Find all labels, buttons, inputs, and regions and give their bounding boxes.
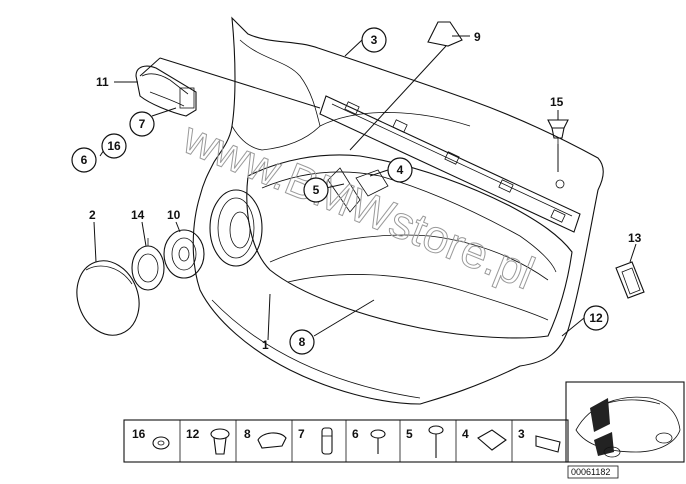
strip-label-3: 3 [518,427,525,441]
watermark-text: www.BMWstore.pl [175,111,541,299]
callout-16: 16 [101,133,127,159]
plug-part [321,427,333,455]
car-locator-thumbnail [565,381,685,463]
svg-text:12: 12 [589,311,603,325]
strip-label-8: 8 [244,427,251,441]
callout-13: 13 [628,231,642,245]
reference-box [567,465,619,479]
callout-7: 7 [129,111,155,137]
callout-4: 4 [387,157,413,183]
callout-9: 9 [474,30,481,44]
door-opener-part [135,65,197,117]
speaker-part [163,229,205,279]
trim-clip-part [257,432,287,449]
callout-3: 3 [361,27,387,53]
svg-text:7: 7 [139,117,146,131]
door-trim-panel [192,16,604,405]
strip-label-7: 7 [298,427,305,441]
washer-part [152,436,170,450]
expansion-rivet-part [210,428,230,455]
screw-short-part [370,429,386,454]
svg-text:3: 3 [371,33,378,47]
callout-12: 12 [583,305,609,331]
speaker-cover-part [76,260,140,336]
bracket-part [615,261,645,299]
cover-cap-part [427,21,463,47]
strip-label-16: 16 [132,427,146,441]
clip-part [547,119,569,144]
svg-text:5: 5 [313,183,320,197]
strip-label-12: 12 [186,427,200,441]
speaker-ring-part [131,238,165,291]
strip-label-4: 4 [462,427,469,441]
svg-text:16: 16 [107,139,121,153]
leader-lines [93,35,637,341]
svg-text:6: 6 [81,153,88,167]
screw-long-part [428,425,444,458]
callout-10: 10 [167,208,181,222]
callout-5: 5 [303,177,329,203]
strip-label-5: 5 [406,427,413,441]
callout-14: 14 [131,208,145,222]
nut-clip-part [477,429,507,451]
strip-label-6: 6 [352,427,359,441]
reference-number: 00061182 [571,467,610,477]
callout-8: 8 [289,329,315,355]
callout-2: 2 [89,208,96,222]
svg-text:8: 8 [299,335,306,349]
edge-clip-part [535,435,561,453]
callout-11: 11 [96,75,109,89]
svg-text:4: 4 [397,163,404,177]
callout-1: 1 [262,338,269,352]
callout-15: 15 [550,95,564,109]
callout-6: 6 [71,147,97,173]
hardware-strip: 16 12 8 7 6 5 4 3 [123,419,569,463]
